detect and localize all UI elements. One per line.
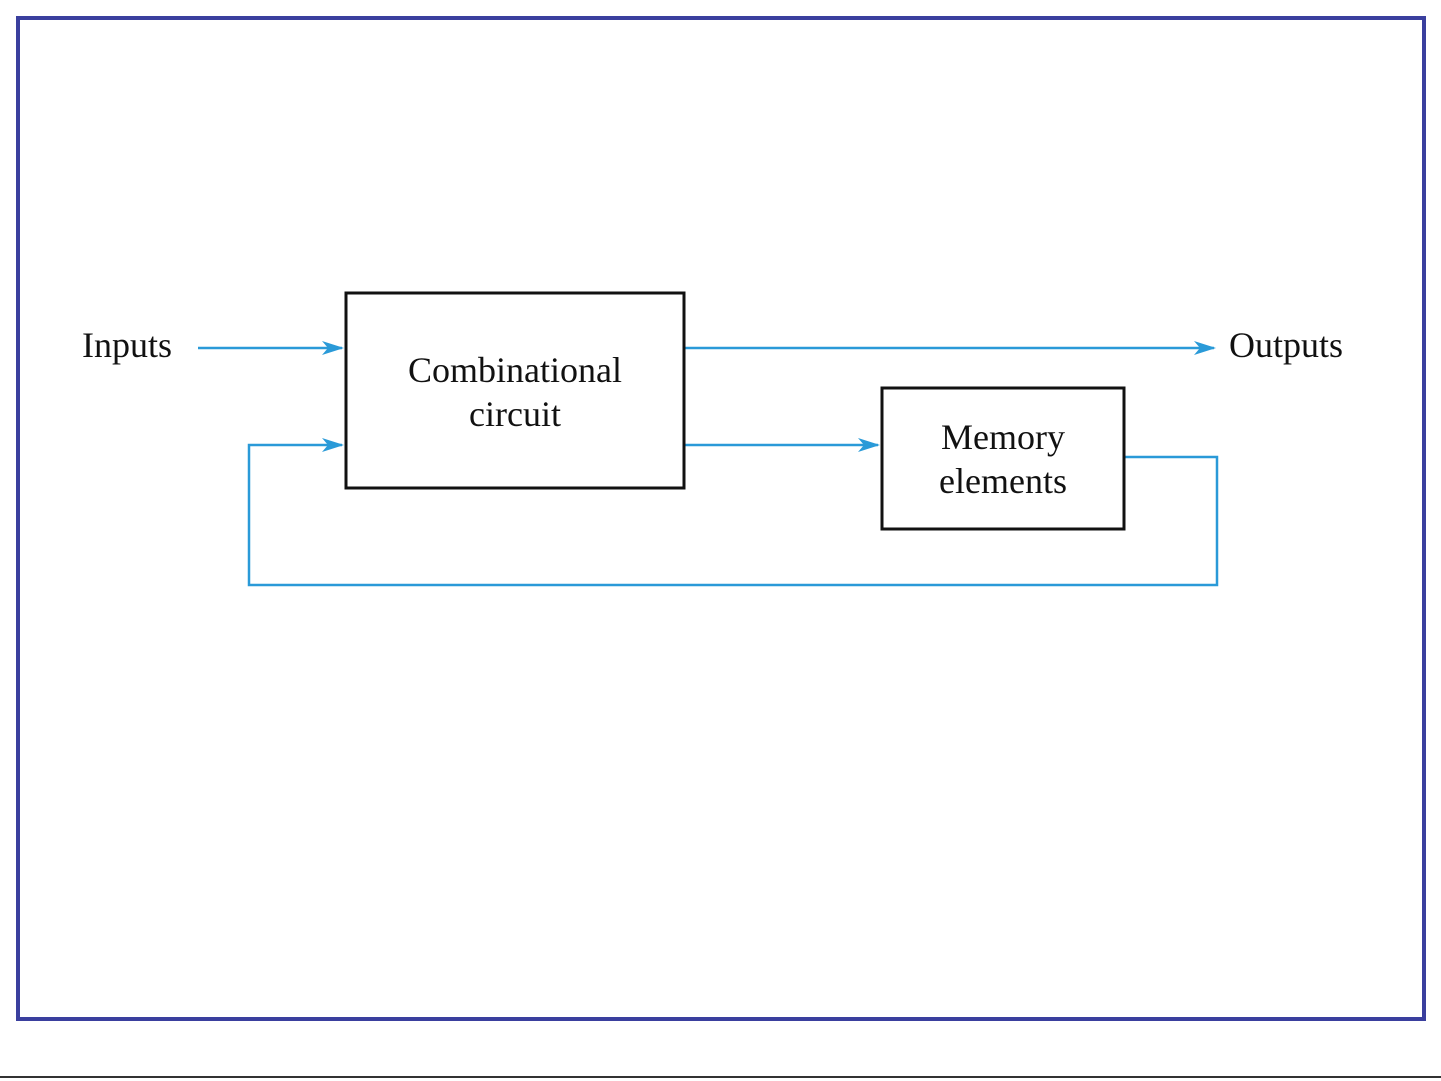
memory-label-line1: Memory: [941, 417, 1065, 457]
combinational-label-line2: circuit: [469, 394, 561, 434]
memory-label-line2: elements: [939, 461, 1067, 501]
footer-divider: [0, 1076, 1441, 1078]
outputs-label: Outputs: [1229, 325, 1343, 365]
combinational-circuit-box: [346, 293, 684, 488]
combinational-label-line1: Combinational: [408, 350, 622, 390]
memory-elements-box: [882, 388, 1124, 529]
inputs-label: Inputs: [82, 325, 172, 365]
